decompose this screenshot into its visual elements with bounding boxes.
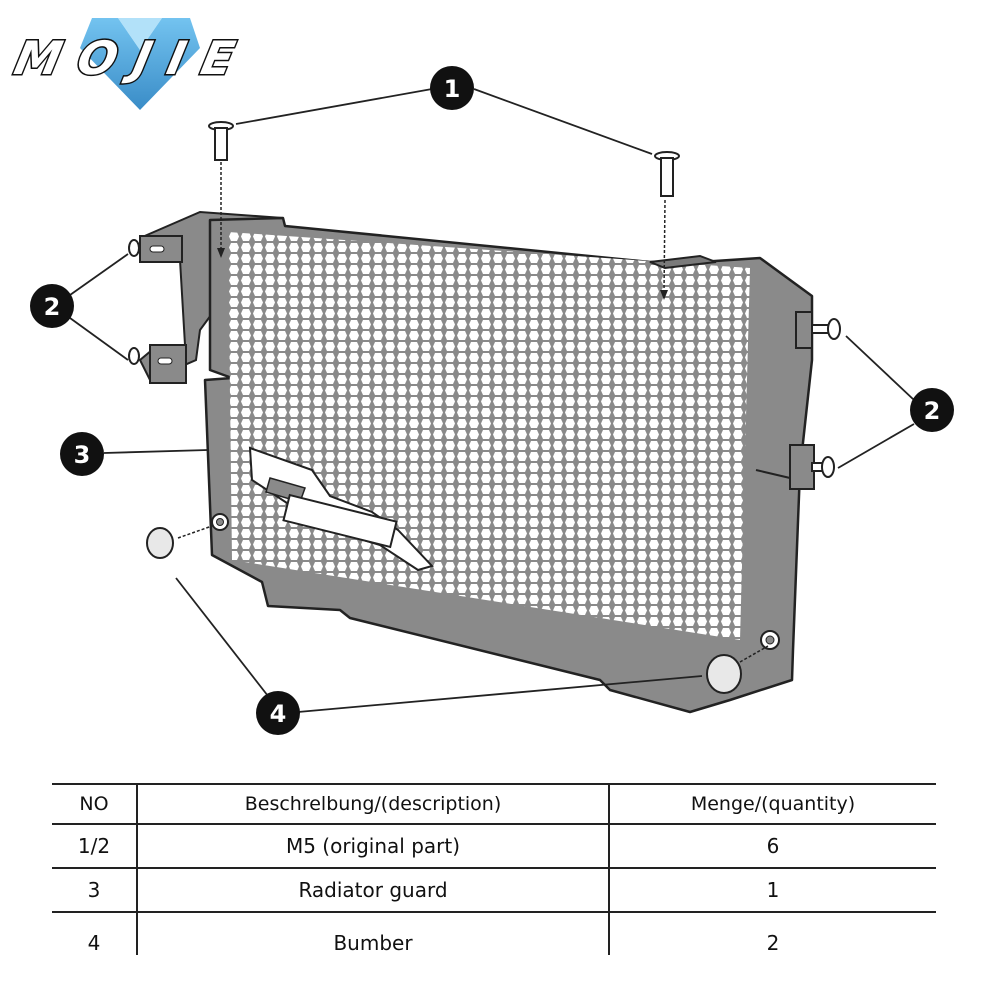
cell-no: 4 <box>52 911 137 955</box>
callout-1: 1 <box>430 66 474 110</box>
table-header-row: NO Beschrelbung/(description) Menge/(qua… <box>52 783 936 824</box>
cell-no: 3 <box>52 867 137 912</box>
parts-table: NO Beschrelbung/(description) Menge/(qua… <box>52 783 936 955</box>
top-bolt-left <box>208 121 234 258</box>
leader-lines <box>69 88 915 713</box>
cell-quantity: 2 <box>609 911 936 955</box>
callout-3: 3 <box>60 432 104 476</box>
bumper-left <box>146 525 213 559</box>
bumper-right <box>706 645 769 694</box>
cell-no: 1/2 <box>52 823 137 868</box>
table-row: 4 Bumber 2 <box>52 911 936 955</box>
header-no: NO <box>52 783 137 824</box>
svg-text:3: 3 <box>74 441 91 469</box>
cell-description: Radiator guard <box>136 867 610 912</box>
cell-description: Bumber <box>136 911 610 955</box>
svg-text:1: 1 <box>444 75 461 103</box>
table-row: 1/2 M5 (original part) 6 <box>52 823 936 868</box>
radiator-guard <box>138 210 815 714</box>
cell-quantity: 6 <box>609 823 936 868</box>
callout-2-left: 2 <box>30 284 74 328</box>
side-bolt-right-upper <box>811 318 841 340</box>
side-bolt-right-lower <box>811 456 835 478</box>
callout-2-right: 2 <box>910 388 954 432</box>
side-bolt-left-lower <box>128 347 140 365</box>
header-quantity: Menge/(quantity) <box>609 783 936 824</box>
svg-text:2: 2 <box>44 293 61 321</box>
cell-quantity: 1 <box>609 867 936 912</box>
exploded-diagram: MOJIE <box>8 18 954 735</box>
cell-description: M5 (original part) <box>136 823 610 868</box>
callout-4: 4 <box>256 691 300 735</box>
side-bolt-left-upper <box>128 239 140 257</box>
header-description: Beschrelbung/(description) <box>136 783 610 824</box>
svg-text:4: 4 <box>270 700 287 728</box>
top-bolt-right <box>654 151 680 300</box>
table-row: 3 Radiator guard 1 <box>52 867 936 912</box>
svg-text:2: 2 <box>924 397 941 425</box>
brand-logo: MOJIE <box>8 18 243 110</box>
